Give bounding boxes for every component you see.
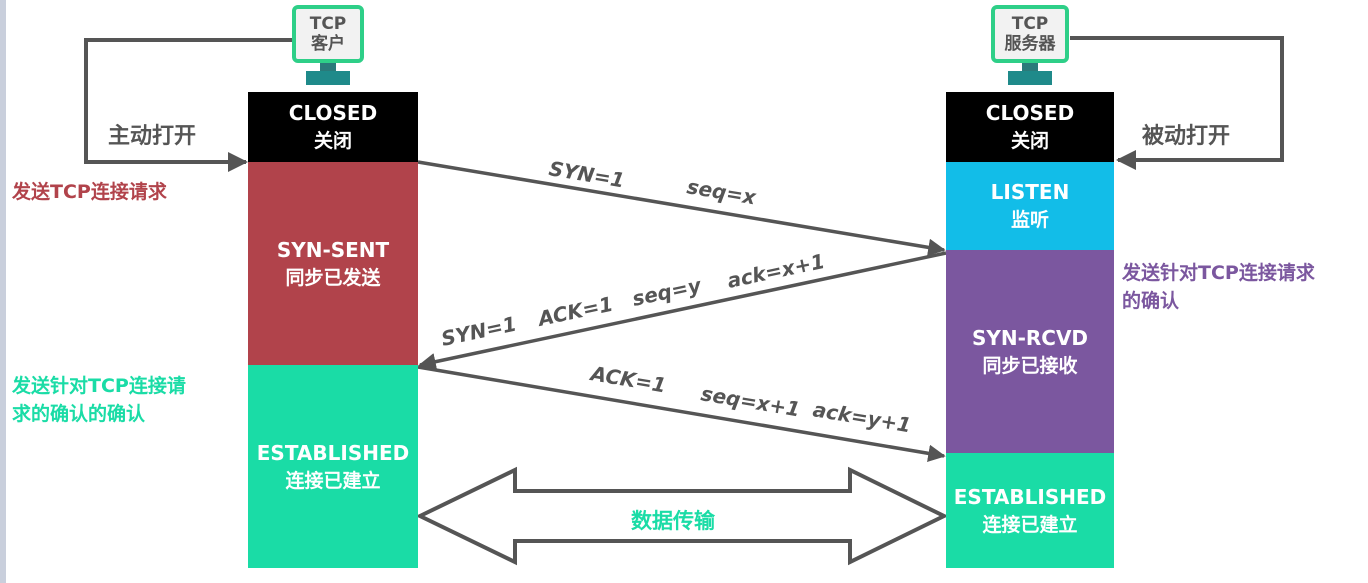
- client-established-en: ESTABLISHED: [256, 440, 410, 465]
- syn-ack-arrow: [418, 251, 947, 371]
- server-closed-zh: 关闭: [1010, 130, 1049, 152]
- server-state-syn-rcvd: SYN-RCVD 同步已接收: [946, 250, 1114, 453]
- active-open-label: 主动打开: [108, 124, 197, 149]
- server-ack-note: 发送针对TCP连接请求 的确认: [1122, 259, 1315, 315]
- server-terminal-neck: [1022, 63, 1038, 71]
- client-ack-note-line1: 发送针对TCP连接请: [12, 375, 186, 397]
- server-label-line2: 服务器: [1004, 34, 1056, 54]
- syn-arrow: [417, 160, 946, 257]
- server-established-en: ESTABLISHED: [953, 484, 1107, 509]
- ack-arrow: [417, 365, 946, 462]
- client-terminal-neck: [320, 63, 336, 71]
- client-ack-note: 发送针对TCP连接请 求的确认的确认: [12, 372, 186, 428]
- client-send-request-note: 发送TCP连接请求: [12, 181, 167, 203]
- ack-flag-label: ACK=1: [587, 361, 668, 397]
- server-label-line1: TCP: [1011, 14, 1049, 34]
- client-closed-zh: 关闭: [313, 130, 352, 152]
- left-edge-bar: [0, 0, 6, 583]
- active-open-connector: [84, 38, 292, 172]
- client-state-closed: CLOSED 关闭: [248, 92, 418, 162]
- syn-seq-label: seq=x: [685, 174, 759, 209]
- client-terminal-screen: TCP 客户: [292, 5, 364, 63]
- data-transfer-label: 数据传输: [631, 509, 716, 533]
- server-syn-rcvd-en: SYN-RCVD: [971, 325, 1089, 350]
- client-syn-sent-zh: 同步已发送: [285, 266, 381, 289]
- server-state-established: ESTABLISHED 连接已建立: [946, 453, 1114, 568]
- client-syn-sent-en: SYN-SENT: [276, 237, 390, 262]
- server-state-closed: CLOSED 关闭: [946, 92, 1114, 162]
- passive-open-connector: [1070, 36, 1284, 170]
- server-listen-en: LISTEN: [990, 180, 1070, 204]
- server-ack-note-line2: 的确认: [1122, 290, 1180, 312]
- client-closed-en: CLOSED: [288, 101, 378, 125]
- client-terminal-base: [306, 71, 350, 85]
- server-state-listen: LISTEN 监听: [946, 162, 1114, 250]
- passive-open-label: 被动打开: [1142, 124, 1231, 149]
- server-terminal-screen: TCP 服务器: [991, 5, 1069, 63]
- client-state-syn-sent: SYN-SENT 同步已发送: [248, 162, 418, 365]
- ack-ack-label: ack=y+1: [811, 397, 913, 437]
- client-label-line2: 客户: [311, 34, 345, 54]
- syn-ack-ack-label: ack=x+1: [725, 249, 827, 293]
- server-listen-zh: 监听: [1010, 209, 1049, 231]
- client-label-line1: TCP: [309, 14, 347, 34]
- server-established-zh: 连接已建立: [982, 513, 1078, 536]
- server-syn-rcvd-zh: 同步已接收: [982, 354, 1078, 377]
- client-state-established: ESTABLISHED 连接已建立: [248, 365, 418, 568]
- client-ack-note-line2: 求的确认的确认: [12, 403, 146, 425]
- server-terminal-base: [1008, 71, 1052, 85]
- client-established-zh: 连接已建立: [285, 469, 381, 492]
- server-closed-en: CLOSED: [985, 101, 1075, 125]
- server-ack-note-line1: 发送针对TCP连接请求: [1122, 262, 1315, 284]
- data-transfer-arrow: [415, 466, 949, 566]
